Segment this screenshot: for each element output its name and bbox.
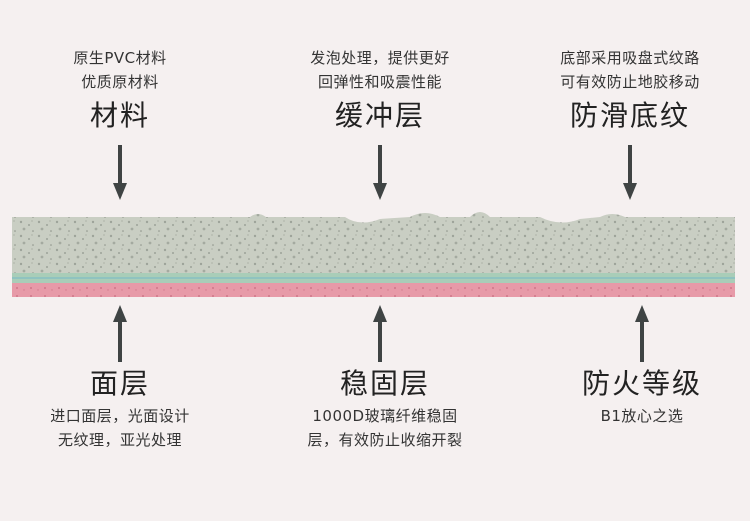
callout-desc-line: 优质原材料 [81, 73, 159, 91]
callout-desc-line: 原生PVC材料 [73, 49, 167, 67]
arrow-down-icon [110, 145, 130, 205]
callout-stable-layer: 稳固层 1000D玻璃纤维稳固 层，有效防止收缩开裂 [280, 366, 490, 452]
face-layer [12, 283, 735, 297]
arrow-up-icon [632, 305, 652, 365]
callout-desc-line: 底部采用吸盘式纹路 [560, 49, 700, 67]
callout-desc-line: 回弹性和吸震性能 [317, 73, 442, 91]
callout-material: 原生PVC材料 优质原材料 材料 [40, 46, 200, 134]
callout-desc-line: 无纹理，亚光处理 [57, 431, 182, 449]
callout-desc-line: 1000D玻璃纤维稳固 [312, 407, 458, 425]
callout-cushion-layer: 发泡处理，提供更好 回弹性和吸震性能 缓冲层 [280, 46, 480, 134]
callout-desc-line: 进口面层，光面设计 [50, 407, 190, 425]
callout-title: 缓冲层 [334, 99, 425, 132]
callout-desc-line: 可有效防止地胶移动 [560, 73, 700, 91]
callout-title: 稳固层 [339, 367, 430, 400]
floor-cross-section [12, 212, 735, 297]
callout-desc-line: 发泡处理，提供更好 [310, 49, 450, 67]
callout-desc-line: 层，有效防止收缩开裂 [307, 431, 463, 449]
callout-fire-rating: 防火等级 B1放心之选 [552, 366, 732, 428]
arrow-down-icon [370, 145, 390, 205]
arrow-down-icon [620, 145, 640, 205]
callout-title: 防火等级 [581, 367, 702, 400]
callout-antislip-texture: 底部采用吸盘式纹路 可有效防止地胶移动 防滑底纹 [530, 46, 730, 134]
callout-title: 防滑底纹 [569, 99, 690, 132]
callout-title: 面层 [89, 367, 150, 400]
callout-title: 材料 [89, 99, 150, 132]
arrow-up-icon [110, 305, 130, 365]
arrow-up-icon [370, 305, 390, 365]
callout-desc-line: B1放心之选 [600, 407, 684, 425]
callout-face-layer: 面层 进口面层，光面设计 无纹理，亚光处理 [25, 366, 215, 452]
cushion-layer [12, 212, 735, 273]
